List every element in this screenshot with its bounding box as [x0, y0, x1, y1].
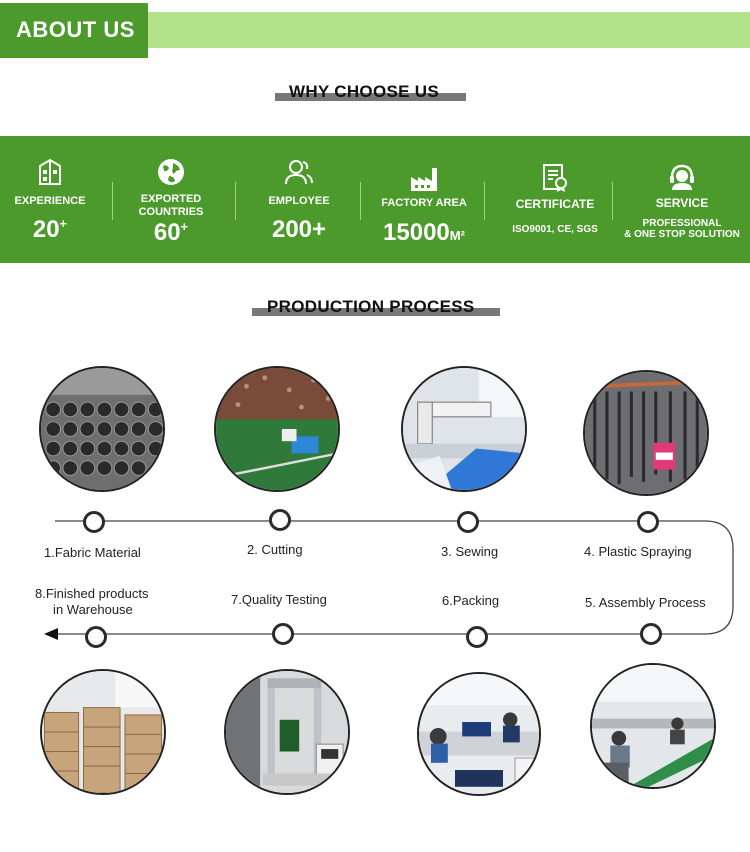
- arrow-left-icon: [44, 628, 58, 640]
- stat-employee: EMPLOYEE 200+: [248, 136, 350, 263]
- stat-factory-area: FACTORY AREA 15000M²: [368, 136, 480, 263]
- production-title: PRODUCTION PROCESS: [267, 297, 475, 316]
- timeline-node: [466, 626, 488, 648]
- step-label: 7.Quality Testing: [231, 592, 327, 607]
- photo-sewing: [401, 366, 527, 492]
- stat-value: 15000M²: [383, 219, 465, 246]
- production-title-underline: [252, 308, 500, 316]
- timeline-node: [637, 511, 659, 533]
- photo-quality-testing: [224, 669, 350, 795]
- stat-value: 60+: [153, 219, 189, 246]
- stat-label: EXPORTED COUNTRIES: [138, 193, 204, 218]
- photo-warehouse: [40, 669, 166, 795]
- stat-divider: [484, 182, 485, 220]
- stat-value: 20+: [32, 216, 68, 243]
- step-label: 4. Plastic Spraying: [584, 544, 692, 559]
- step-label: 3. Sewing: [441, 544, 499, 559]
- step-label: 8.Finished products in Warehouse: [35, 586, 149, 617]
- timeline-node: [457, 511, 479, 533]
- stat-service: SERVICE PROFESSIONAL & ONE STOP SOLUTION: [620, 136, 744, 263]
- stat-label: SERVICE: [655, 196, 709, 210]
- stat-divider: [112, 182, 113, 220]
- stat-certificate: CERTIFICATE ISO9001, CE, SGS: [494, 136, 616, 263]
- photo-fabric-material: [39, 366, 165, 492]
- photo-assembly-process: [590, 663, 716, 789]
- building-icon: [39, 158, 61, 185]
- step-label: 5. Assembly Process: [585, 595, 706, 610]
- photo-packing: [417, 672, 541, 796]
- stat-value: PROFESSIONAL & ONE STOP SOLUTION: [624, 218, 740, 240]
- timeline-node: [272, 623, 294, 645]
- stat-label: EMPLOYEE: [268, 195, 330, 207]
- timeline-node: [85, 626, 107, 648]
- why-title-underline: [275, 93, 466, 101]
- globe-icon: [158, 159, 184, 185]
- timeline-node: [269, 509, 291, 531]
- header-title-box: [0, 3, 148, 58]
- step-label: 2. Cutting: [247, 542, 303, 557]
- stat-label: CERTIFICATE: [515, 197, 595, 211]
- stat-divider: [235, 182, 236, 220]
- stat-label: EXPERIENCE: [14, 195, 86, 207]
- factory-icon: [411, 168, 437, 191]
- stat-divider: [612, 182, 613, 220]
- headset-icon: [670, 164, 694, 190]
- timeline-node: [640, 623, 662, 645]
- stat-divider: [360, 182, 361, 220]
- stat-value: ISO9001, CE, SGS: [512, 224, 598, 235]
- step-label: 6.Packing: [442, 593, 500, 608]
- stat-value: 200+: [271, 216, 327, 243]
- certificate-icon: [543, 164, 567, 192]
- timeline-node: [83, 511, 105, 533]
- stat-experience: EXPERIENCE 20+: [0, 136, 100, 263]
- page-title: ABOUT US: [16, 17, 135, 42]
- stats-strip: EXPERIENCE 20+ EXPORTED COUNTRIES 60+ EM…: [0, 136, 750, 263]
- stat-exported-countries: EXPORTED COUNTRIES 60+: [120, 136, 222, 263]
- step-label: 1.Fabric Material: [44, 545, 141, 560]
- why-title: WHY CHOOSE US: [289, 82, 439, 101]
- stat-label: FACTORY AREA: [381, 197, 467, 209]
- people-icon: [285, 160, 313, 185]
- photo-plastic-spraying: [583, 370, 709, 496]
